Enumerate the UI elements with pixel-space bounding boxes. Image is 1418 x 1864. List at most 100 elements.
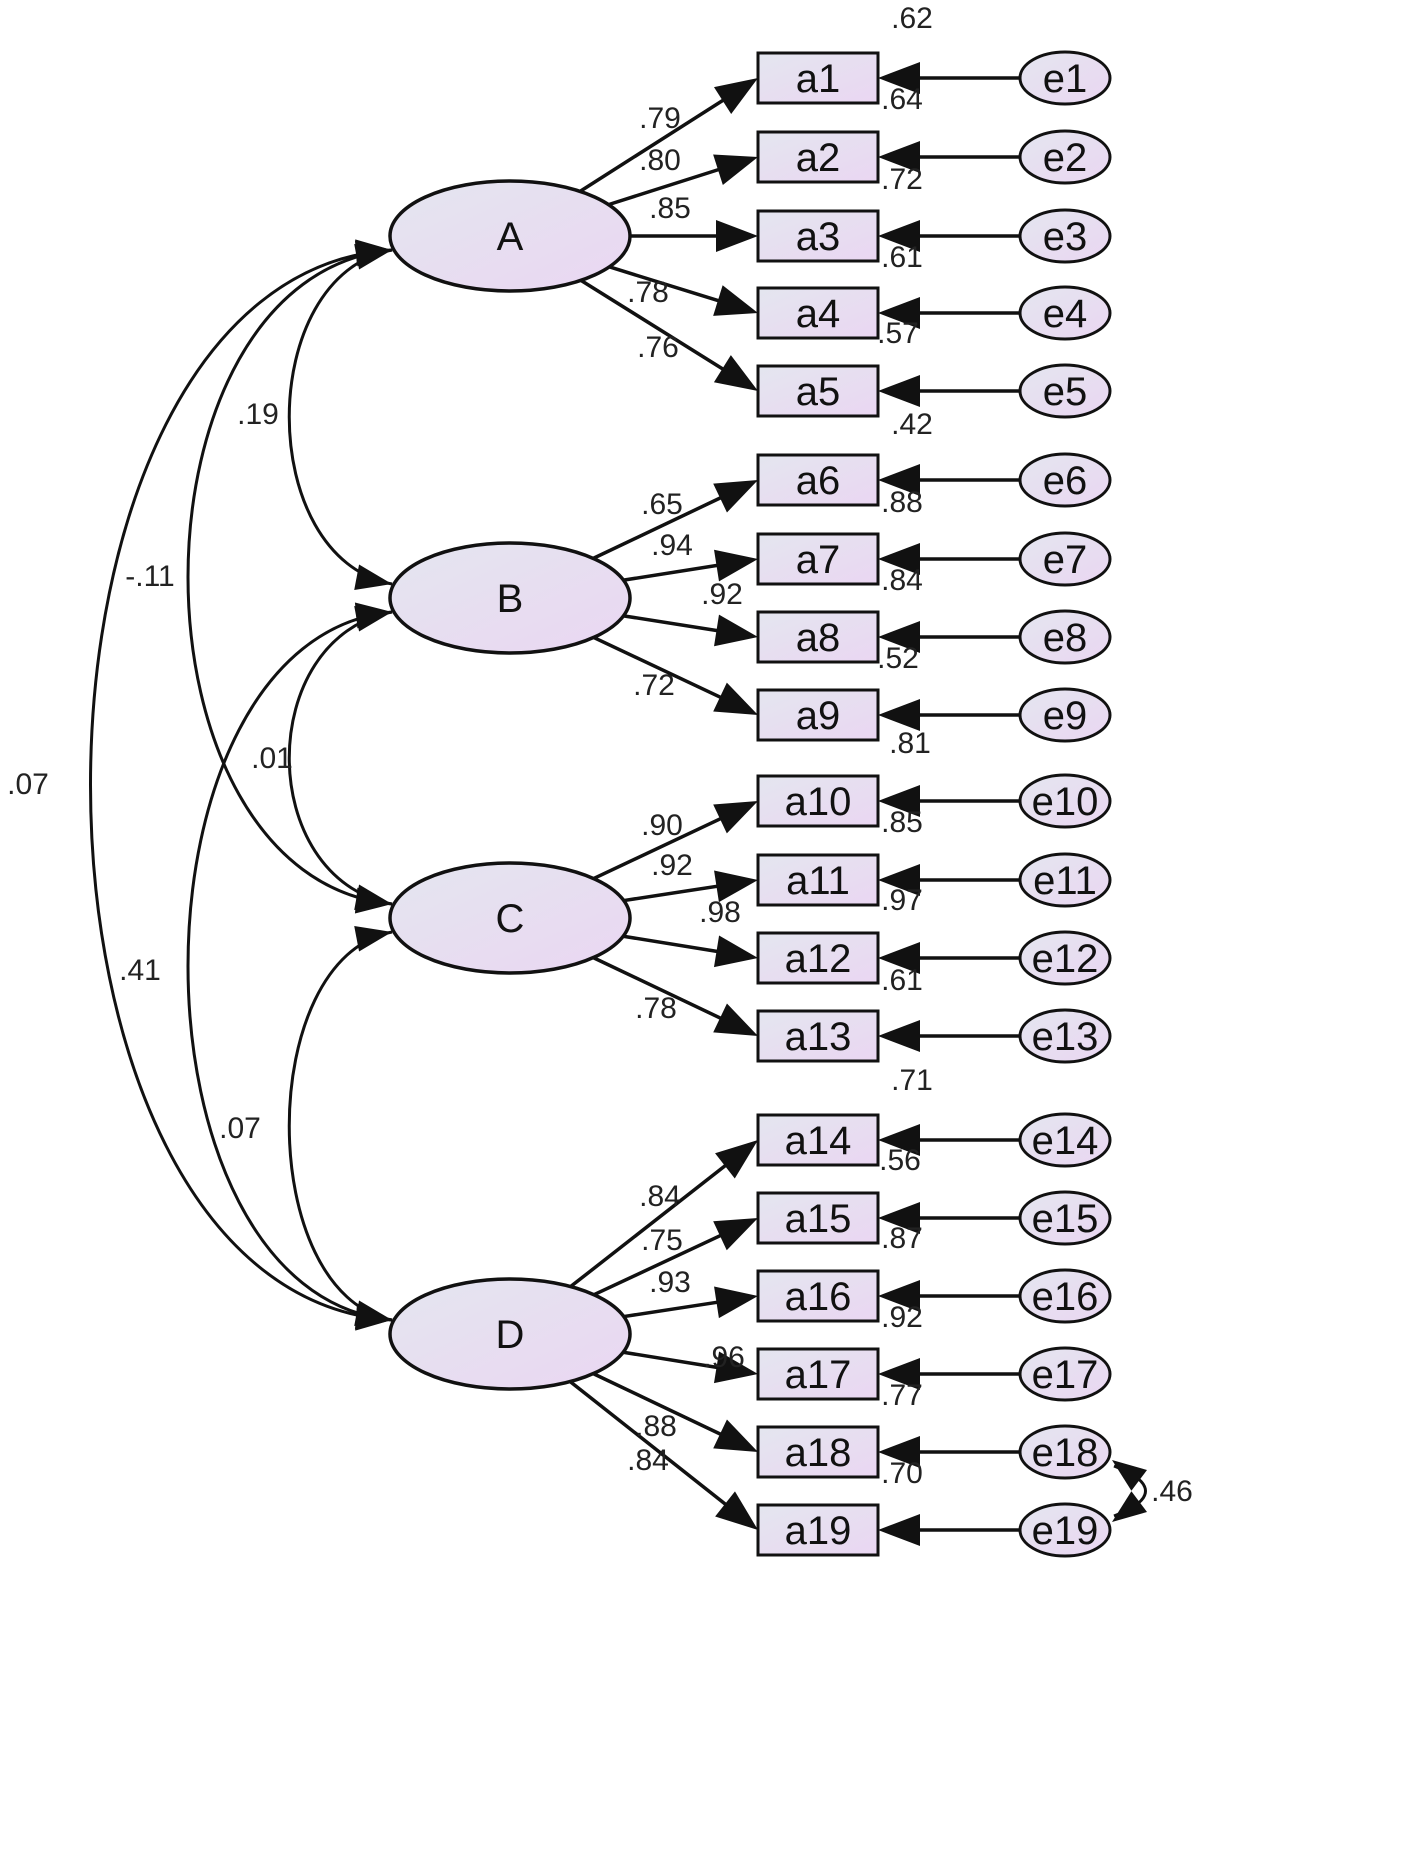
indicator-label-a10: a10 [785, 780, 852, 824]
corr-arc-a-c [186, 248, 393, 906]
error-node-e2 [1018, 129, 1112, 185]
nodes-layer [388, 50, 1112, 1558]
error-arrowhead-e6 [878, 464, 920, 496]
r2-value-a4: .61 [881, 241, 923, 274]
loading-arrowhead-a18 [713, 1419, 758, 1452]
error-node-e10 [1018, 773, 1112, 829]
corr-arc-a-d-head-end [355, 1304, 392, 1331]
indicator-box-a1 [756, 51, 880, 105]
loading-path-a12 [622, 934, 729, 955]
error-corr-value-e18-e19: .46 [1151, 1475, 1193, 1508]
error-arrowhead-e19 [878, 1514, 920, 1546]
loading-value-a19: .84 [627, 1444, 669, 1477]
loading-arrowhead-a2 [713, 154, 758, 185]
loading-value-a16: .93 [649, 1266, 691, 1299]
loading-path-a8 [623, 614, 729, 635]
indicator-label-a8: a8 [796, 616, 841, 660]
corr-arc-a-c-head-end [354, 887, 392, 914]
loading-arrowhead-a6 [713, 480, 758, 513]
corr-value-a-c: -.11 [125, 560, 174, 593]
error-node-e12 [1018, 930, 1112, 986]
loading-value-a3: .85 [649, 192, 691, 225]
indicator-label-a5: a5 [796, 370, 841, 414]
error-arrowhead-e16 [878, 1280, 920, 1312]
latent-factor-label-c: C [496, 897, 525, 941]
error-node-e15 [1018, 1190, 1112, 1246]
r2-value-a7: .88 [881, 486, 923, 519]
loading-value-a14: .84 [639, 1180, 681, 1213]
error-label-e10: e10 [1032, 780, 1099, 824]
loading-arrowhead-a15 [713, 1218, 758, 1251]
error-label-e13: e13 [1032, 1015, 1099, 1059]
error-label-e8: e8 [1043, 616, 1088, 660]
error-node-e13 [1018, 1008, 1112, 1064]
error-label-e14: e14 [1032, 1119, 1099, 1163]
latent-factor-c [388, 861, 632, 975]
corr-arc-a-b-head-end [354, 564, 392, 591]
loading-arrowhead-a17 [713, 1351, 758, 1384]
error-arrowhead-e9 [878, 699, 920, 731]
loading-path-a17 [622, 1350, 729, 1371]
latent-factor-a [388, 179, 632, 293]
loading-value-a1: .79 [639, 102, 681, 135]
r2-value-a19: .70 [881, 1457, 923, 1490]
indicator-label-a19: a19 [785, 1509, 852, 1553]
loading-value-a17: .96 [703, 1341, 745, 1374]
error-label-e17: e17 [1032, 1353, 1099, 1397]
loading-path-a11 [623, 882, 729, 903]
corr-value-a-d: .07 [7, 768, 49, 801]
corr-value-b-c: .01 [251, 742, 293, 775]
error-arrowhead-e14 [878, 1124, 920, 1156]
error-arrowhead-e13 [878, 1020, 920, 1052]
indicator-box-a13 [756, 1009, 880, 1063]
indicator-box-a14 [756, 1113, 880, 1167]
latent-factor-b [388, 541, 632, 655]
indicator-box-a17 [756, 1347, 880, 1401]
loading-value-a6: .65 [641, 488, 683, 521]
r2-value-a2: .64 [881, 83, 923, 116]
loading-path-a18 [592, 1372, 732, 1441]
loading-path-a2 [608, 164, 730, 207]
loading-arrowhead-a16 [714, 1286, 758, 1319]
r2-value-a10: .81 [889, 727, 931, 760]
error-node-e3 [1018, 208, 1112, 264]
indicator-box-a8 [756, 610, 880, 664]
indicator-label-a7: a7 [796, 538, 841, 582]
indicator-label-a15: a15 [785, 1197, 852, 1241]
corr-arc-a-b [287, 248, 393, 586]
indicator-label-a3: a3 [796, 215, 841, 259]
error-node-e17 [1018, 1346, 1112, 1402]
error-arrowhead-e18 [878, 1436, 920, 1468]
indicator-box-a6 [756, 453, 880, 507]
loading-path-a16 [623, 1298, 729, 1319]
error-label-e3: e3 [1043, 215, 1088, 259]
loading-value-a10: .90 [641, 809, 683, 842]
corr-value-b-d: .41 [119, 954, 161, 987]
loading-arrowhead-a5 [713, 355, 758, 391]
error-arrowhead-e15 [878, 1202, 920, 1234]
error-node-e7 [1018, 531, 1112, 587]
error-node-e11 [1018, 852, 1112, 908]
error-label-e1: e1 [1043, 57, 1088, 101]
r2-value-a17: .92 [881, 1301, 923, 1334]
error-label-e9: e9 [1043, 694, 1088, 738]
r2-value-a16: .87 [881, 1222, 923, 1255]
error-corr-head-e18 [1112, 1460, 1147, 1491]
error-arrowhead-e12 [878, 942, 920, 974]
loading-value-a4: .78 [627, 276, 669, 309]
corr-arc-b-c [287, 610, 393, 906]
loading-arrowhead-a12 [713, 935, 758, 968]
r2-value-a11: .85 [881, 806, 923, 839]
loading-path-a14 [569, 1157, 736, 1288]
r2-value-a13: .61 [881, 964, 923, 997]
error-arrowhead-e2 [878, 141, 920, 173]
corr-arc-c-d-head-start [354, 925, 392, 952]
error-node-e1 [1018, 50, 1112, 106]
error-node-e9 [1018, 687, 1112, 743]
loading-path-a10 [592, 812, 732, 881]
latent-factor-label-d: D [496, 1313, 525, 1357]
error-arrowhead-e11 [878, 864, 920, 896]
indicator-box-a5 [756, 364, 880, 418]
